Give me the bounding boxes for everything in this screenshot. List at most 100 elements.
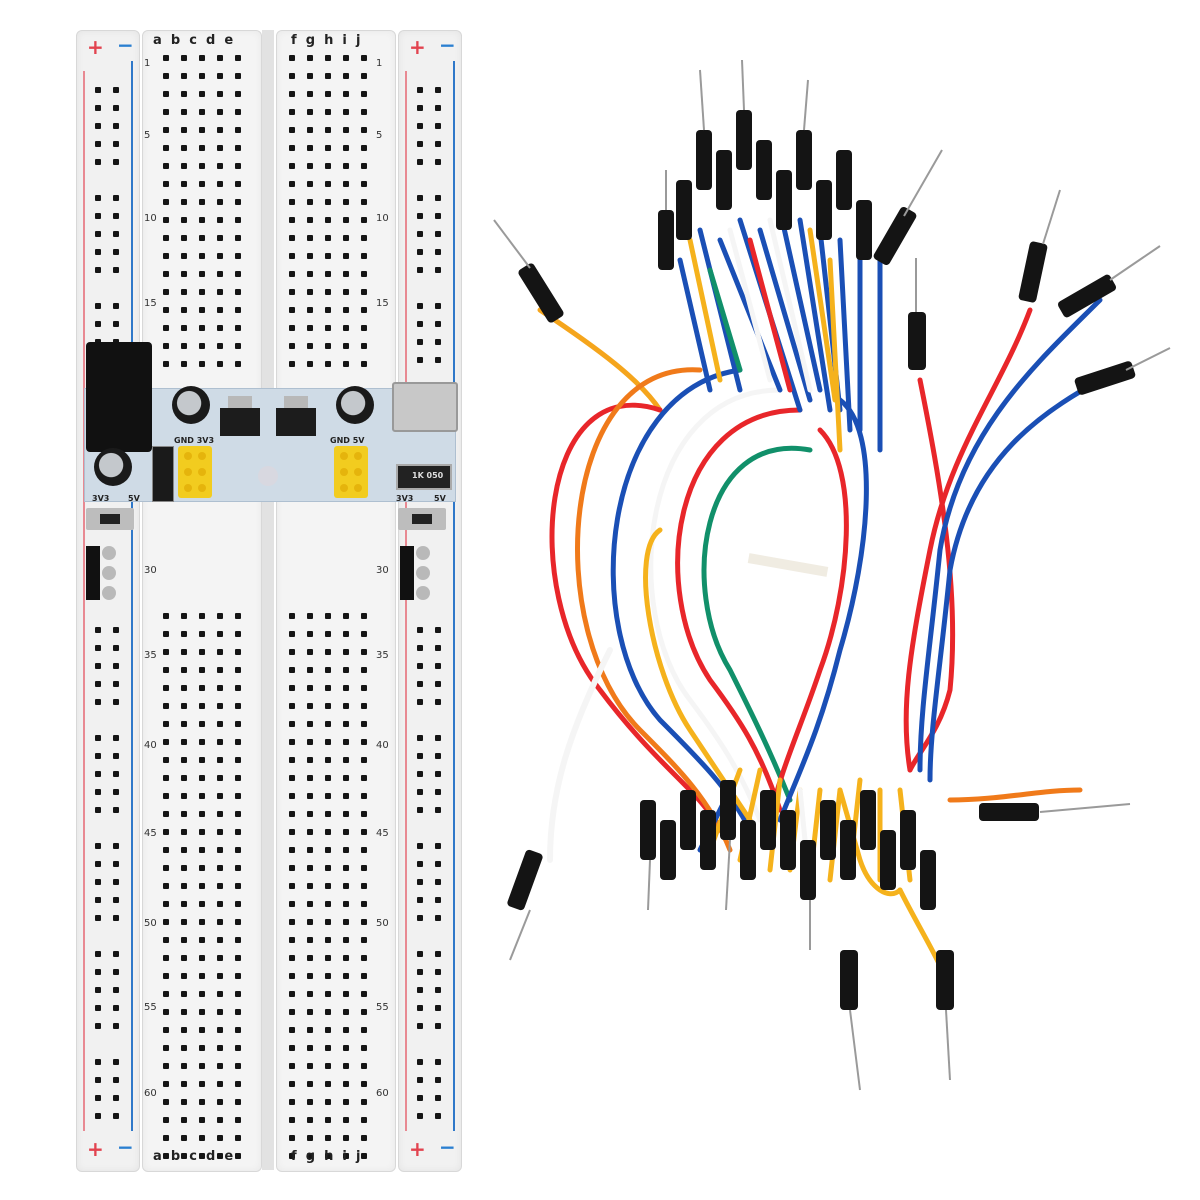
hole[interactable] xyxy=(163,991,169,997)
hole[interactable] xyxy=(235,1153,241,1159)
hole[interactable] xyxy=(235,253,241,259)
hole[interactable] xyxy=(343,811,349,817)
hole[interactable] xyxy=(217,1081,223,1087)
hole[interactable] xyxy=(217,793,223,799)
hole[interactable] xyxy=(181,739,187,745)
rail-hole[interactable] xyxy=(95,897,101,903)
hole[interactable] xyxy=(307,55,313,61)
hole[interactable] xyxy=(235,199,241,205)
hole[interactable] xyxy=(343,1117,349,1123)
hole[interactable] xyxy=(343,1153,349,1159)
hole[interactable] xyxy=(199,1045,205,1051)
hole[interactable] xyxy=(235,847,241,853)
rail-hole[interactable] xyxy=(95,753,101,759)
hole[interactable] xyxy=(361,667,367,673)
hole[interactable] xyxy=(289,127,295,133)
hole[interactable] xyxy=(235,685,241,691)
rail-hole[interactable] xyxy=(417,141,423,147)
hole[interactable] xyxy=(163,1117,169,1123)
hole[interactable] xyxy=(163,721,169,727)
rail-hole[interactable] xyxy=(95,879,101,885)
hole[interactable] xyxy=(181,1135,187,1141)
rail-hole[interactable] xyxy=(435,357,441,363)
hole[interactable] xyxy=(163,811,169,817)
hole[interactable] xyxy=(307,1117,313,1123)
hole[interactable] xyxy=(163,775,169,781)
rail-hole[interactable] xyxy=(435,771,441,777)
hole[interactable] xyxy=(235,1135,241,1141)
rail-hole[interactable] xyxy=(417,789,423,795)
hole[interactable] xyxy=(181,1099,187,1105)
rail-hole[interactable] xyxy=(113,1023,119,1029)
hole[interactable] xyxy=(343,739,349,745)
hole[interactable] xyxy=(325,847,331,853)
hole[interactable] xyxy=(343,361,349,367)
hole[interactable] xyxy=(289,1135,295,1141)
rail-hole[interactable] xyxy=(435,699,441,705)
hole[interactable] xyxy=(289,1081,295,1087)
rail-hole[interactable] xyxy=(95,807,101,813)
rail-hole[interactable] xyxy=(435,303,441,309)
hole[interactable] xyxy=(217,1099,223,1105)
hole[interactable] xyxy=(217,109,223,115)
rail-hole[interactable] xyxy=(417,771,423,777)
hole[interactable] xyxy=(307,811,313,817)
hole[interactable] xyxy=(289,1045,295,1051)
hole[interactable] xyxy=(307,955,313,961)
hole[interactable] xyxy=(361,253,367,259)
hole[interactable] xyxy=(343,685,349,691)
rail-hole[interactable] xyxy=(95,321,101,327)
hole[interactable] xyxy=(325,307,331,313)
hole[interactable] xyxy=(343,1135,349,1141)
rail-hole[interactable] xyxy=(435,141,441,147)
hole[interactable] xyxy=(361,613,367,619)
hole[interactable] xyxy=(289,1153,295,1159)
hole[interactable] xyxy=(361,289,367,295)
hole[interactable] xyxy=(325,793,331,799)
hole[interactable] xyxy=(163,199,169,205)
rail-hole[interactable] xyxy=(95,951,101,957)
hole[interactable] xyxy=(343,937,349,943)
rail-hole[interactable] xyxy=(95,1005,101,1011)
hole[interactable] xyxy=(199,1153,205,1159)
hole[interactable] xyxy=(343,235,349,241)
hole[interactable] xyxy=(343,721,349,727)
hole[interactable] xyxy=(199,1063,205,1069)
hole[interactable] xyxy=(289,361,295,367)
rail-hole[interactable] xyxy=(435,843,441,849)
rail-hole[interactable] xyxy=(435,87,441,93)
hole[interactable] xyxy=(163,955,169,961)
hole[interactable] xyxy=(181,919,187,925)
rail-hole[interactable] xyxy=(95,663,101,669)
rail-hole[interactable] xyxy=(435,753,441,759)
hole[interactable] xyxy=(361,1063,367,1069)
hole[interactable] xyxy=(181,217,187,223)
hole[interactable] xyxy=(307,325,313,331)
hole[interactable] xyxy=(181,1063,187,1069)
hole[interactable] xyxy=(361,793,367,799)
hole[interactable] xyxy=(343,649,349,655)
hole[interactable] xyxy=(289,901,295,907)
hole[interactable] xyxy=(343,217,349,223)
hole[interactable] xyxy=(289,163,295,169)
hole[interactable] xyxy=(343,955,349,961)
hole[interactable] xyxy=(361,199,367,205)
hole[interactable] xyxy=(217,271,223,277)
hole[interactable] xyxy=(343,775,349,781)
hole[interactable] xyxy=(217,181,223,187)
hole[interactable] xyxy=(307,163,313,169)
hole[interactable] xyxy=(235,1099,241,1105)
hole[interactable] xyxy=(199,307,205,313)
hole[interactable] xyxy=(361,325,367,331)
hole[interactable] xyxy=(217,253,223,259)
hole[interactable] xyxy=(325,1081,331,1087)
hole[interactable] xyxy=(181,253,187,259)
hole[interactable] xyxy=(163,91,169,97)
hole[interactable] xyxy=(181,343,187,349)
rail-hole[interactable] xyxy=(95,1113,101,1119)
hole[interactable] xyxy=(217,973,223,979)
hole[interactable] xyxy=(235,829,241,835)
hole[interactable] xyxy=(307,199,313,205)
hole[interactable] xyxy=(361,1027,367,1033)
hole[interactable] xyxy=(181,325,187,331)
